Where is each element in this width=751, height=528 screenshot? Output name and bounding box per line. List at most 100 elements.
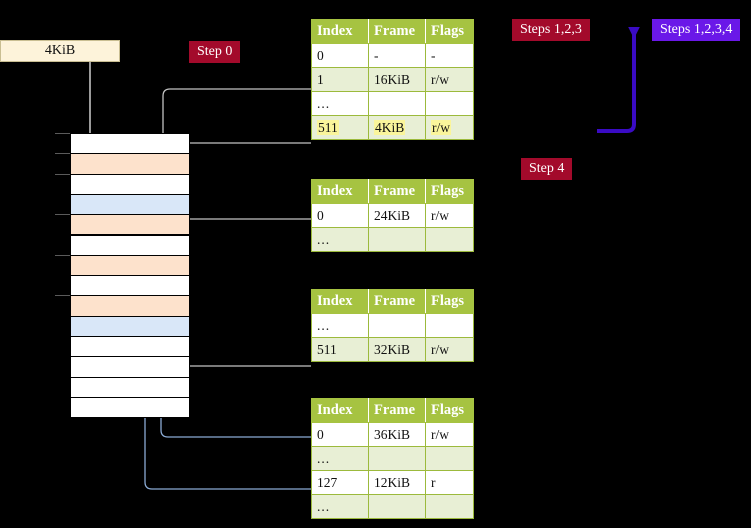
ellipsis-glyph: ... [317, 231, 331, 247]
source-box-label: 4KiB [44, 43, 76, 58]
table-cell-frame [368, 313, 426, 338]
frame-tick-mark [55, 214, 70, 216]
table-row: ... [311, 313, 474, 338]
memory-frame-row [70, 275, 190, 297]
table-row: 0-- [311, 43, 474, 68]
badge-steps-1-2-3-4: Steps 1,2,3,4 [652, 19, 741, 41]
table-cell-frame: 32KiB [368, 337, 426, 362]
table-cell-frame [368, 227, 426, 252]
frame-tick-mark [55, 153, 70, 155]
table-cell-index: 0 [311, 43, 369, 68]
source-box-4kib: 4KiB [0, 40, 120, 62]
badge-step-4-label: Step 4 [529, 161, 565, 176]
table-cell-index: 1 [311, 67, 369, 92]
ellipsis-glyph: ... [317, 498, 331, 514]
table-header-flags: Flags [425, 398, 474, 423]
table-cell-index: 0 [311, 203, 369, 228]
table-cell-frame [368, 446, 426, 471]
memory-frame-row [70, 193, 190, 216]
table-cell-flags: r/w [425, 115, 474, 140]
ellipsis-glyph: ... [317, 317, 331, 333]
table-row: 511 4KiB r/w [311, 115, 474, 140]
table-header-flags: Flags [425, 179, 474, 204]
table-cell-index: 511 [311, 115, 369, 140]
table-cell-flags [425, 494, 474, 519]
table-cell-frame [368, 494, 426, 519]
memory-frame-row [70, 173, 190, 195]
memory-frame-row [70, 336, 190, 358]
table-cell-flags [425, 91, 474, 116]
table-row: ... [311, 446, 474, 471]
table-header-index: Index [311, 179, 369, 204]
frame-tick-mark [55, 295, 70, 297]
memory-frame-row [70, 153, 190, 175]
ellipsis-glyph: ... [317, 450, 331, 466]
table-cell-index: ... [311, 446, 369, 471]
violet-bracket-arrow [597, 27, 640, 133]
table-header-index: Index [311, 289, 369, 314]
badge-step-4: Step 4 [521, 158, 573, 180]
table-row: ... [311, 494, 474, 519]
table-cell-flags: r/w [425, 67, 474, 92]
table-cell-flags: r/w [425, 203, 474, 228]
table-cell-flags [425, 313, 474, 338]
table-header-frame: Frame [368, 398, 426, 423]
highlighted-value: 511 [317, 119, 339, 135]
badge-step-0: Step 0 [189, 41, 241, 63]
wire-l2-idx0-to-frame [178, 218, 311, 262]
table-cell-index: ... [311, 313, 369, 338]
table-row: ... [311, 227, 474, 252]
table-header-index: Index [311, 19, 369, 44]
memory-frame-row [70, 396, 190, 419]
physical-memory-column [55, 133, 190, 419]
memory-frame-row [70, 315, 190, 337]
memory-frame-row [70, 356, 190, 378]
frame-tick-mark [55, 173, 70, 175]
table-cell-frame: - [368, 43, 426, 68]
table-cell-flags [425, 446, 474, 471]
table-cell-frame: 4KiB [368, 115, 426, 140]
table-cell-index: 511 [311, 337, 369, 362]
table-header-frame: Frame [368, 289, 426, 314]
badge-step-0-label: Step 0 [197, 44, 233, 59]
memory-frame-row [70, 214, 190, 236]
table-row: ... [311, 91, 474, 116]
badge-steps-1-2-3-label: Steps 1,2,3 [520, 22, 582, 37]
table-cell-index: ... [311, 227, 369, 252]
table-header-frame: Frame [368, 179, 426, 204]
memory-frame-row [70, 133, 190, 155]
table-cell-flags: r/w [425, 337, 474, 362]
memory-frame-row [70, 376, 190, 398]
highlighted-value: 4KiB [374, 119, 406, 135]
table-cell-frame [368, 91, 426, 116]
table-cell-frame: 24KiB [368, 203, 426, 228]
memory-frame-row [70, 234, 190, 256]
wire-l3-idx511-to-frame [178, 298, 311, 367]
table-cell-index: ... [311, 91, 369, 116]
wire-l1-idx511-to-frame [172, 142, 311, 218]
table-header-frame: Frame [368, 19, 426, 44]
memory-frame-row [70, 295, 190, 317]
table-header-index: Index [311, 398, 369, 423]
table-header-flags: Flags [425, 19, 474, 44]
frame-tick-mark [55, 133, 70, 134]
table-cell-index: 0 [311, 422, 369, 447]
frame-tick-mark [55, 254, 70, 256]
table-cell-frame: 36KiB [368, 422, 426, 447]
table-cell-index: ... [311, 494, 369, 519]
table-cell-flags: r [425, 470, 474, 495]
ellipsis-glyph: ... [317, 95, 331, 111]
highlighted-value: r/w [431, 119, 451, 135]
badge-steps-1-2-3: Steps 1,2,3 [512, 19, 590, 41]
table-cell-flags: - [425, 43, 474, 68]
table-header-flags: Flags [425, 289, 474, 314]
